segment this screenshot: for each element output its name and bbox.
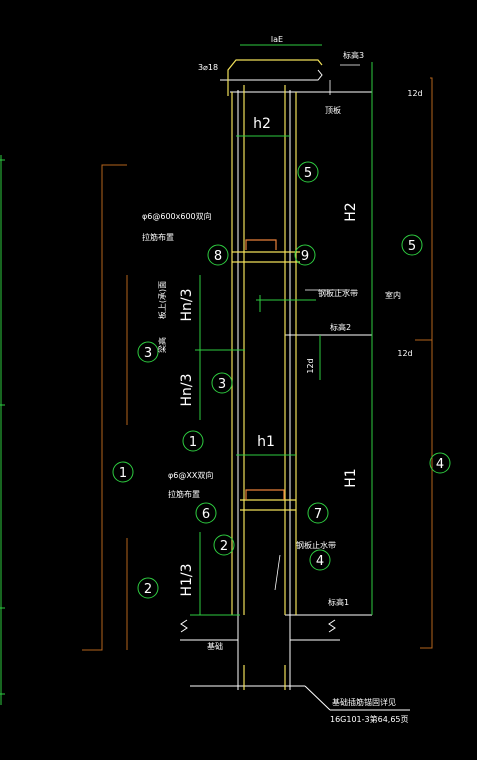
stirrups	[245, 239, 285, 500]
note-stirrup-bot-2: 拉筋布置	[168, 489, 200, 499]
wall-outline	[180, 69, 410, 711]
bubble-5-right: 5	[401, 234, 423, 256]
svg-text:4: 4	[316, 554, 324, 569]
note-elev1: 标高1	[328, 597, 349, 607]
svg-text:1: 1	[189, 435, 197, 450]
note-elev2: 标高2	[330, 322, 351, 332]
note-waterstop-bot: 钢板止水带	[296, 540, 336, 550]
note-foundation: 基础	[207, 641, 223, 651]
bubble-4-right: 4	[429, 452, 451, 474]
svg-text:6: 6	[202, 507, 210, 522]
dim-hn3-mid: Hn/3	[179, 373, 195, 406]
bubble-1-left: 1	[112, 461, 134, 483]
dim-hn3-top: Hn/3	[179, 288, 195, 321]
svg-text:2: 2	[144, 582, 152, 597]
note-anchor-2: 16G101-3第64,65页	[330, 714, 409, 724]
leader-lines	[274, 64, 360, 591]
bubble-2-inner: 2	[213, 534, 235, 556]
bubble-3-left: 3	[137, 341, 159, 363]
bubble-6: 6	[195, 502, 217, 524]
bubble-3-inner: 3	[211, 372, 233, 394]
note-stirrup-bot-1: φ6@XX双向	[168, 470, 213, 480]
bubble-2-left: 2	[137, 577, 159, 599]
svg-text:3: 3	[144, 346, 152, 361]
svg-text:3: 3	[218, 377, 226, 392]
dim-h1: h1	[257, 434, 275, 450]
dim-lae: laE	[271, 35, 283, 44]
dim-12d-top: 12d	[407, 89, 422, 98]
dim-h13: H1/3	[179, 563, 195, 596]
dim-h2: h2	[253, 116, 271, 132]
svg-text:1: 1	[119, 466, 127, 481]
svg-text:5: 5	[304, 166, 312, 181]
dim-H1: H1	[343, 468, 359, 487]
note-stirrup-top-2: 拉筋布置	[142, 232, 174, 242]
bubble-8: 8	[207, 244, 229, 266]
svg-text:5: 5	[408, 239, 416, 254]
bubble-1-inner: 1	[182, 430, 204, 452]
note-elev3: 标高3	[343, 50, 364, 60]
bubble-4-inner: 4	[309, 549, 331, 571]
svg-text:8: 8	[214, 249, 222, 264]
svg-text:9: 9	[301, 249, 309, 264]
note-stirrup-top-1: φ6@600x600双向	[142, 211, 212, 221]
note-beam-top: 顶板	[325, 105, 341, 115]
svg-text:2: 2	[220, 539, 228, 554]
brown-brackets	[82, 77, 433, 651]
note-waterstop-top: 钢板止水带	[318, 288, 358, 298]
note-anchor-1: 基础插筋锚固详见	[332, 697, 396, 707]
dim-top-bars: 3⌀18	[198, 63, 218, 72]
rebars	[227, 59, 323, 690]
svg-text:4: 4	[436, 457, 444, 472]
dim-12d-side: 12d	[306, 358, 315, 373]
note-indoor: 室内	[385, 290, 401, 300]
dimension-lines	[190, 44, 373, 616]
dim-12d-mid: 12d	[397, 349, 412, 358]
bubble-9: 9	[294, 244, 316, 266]
svg-text:7: 7	[314, 507, 322, 522]
dim-H2: H2	[343, 202, 359, 221]
bubble-5-inner: 5	[297, 161, 319, 183]
dim-span-label: 梁高	[157, 337, 167, 353]
bubble-7: 7	[307, 502, 329, 524]
note-rebar: 板上(承)面	[157, 281, 167, 319]
left-axis-ticks	[0, 155, 5, 705]
